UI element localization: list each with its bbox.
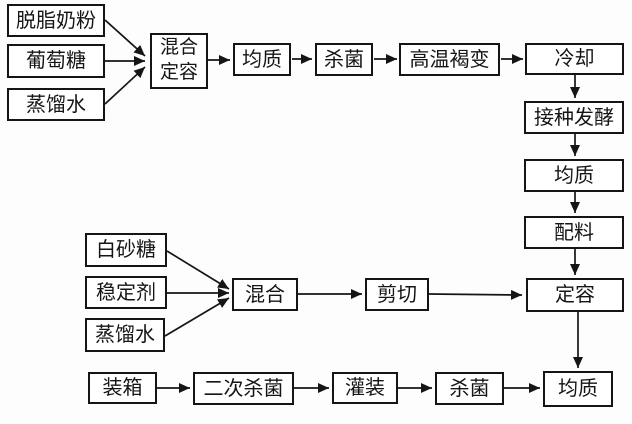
node-skim-milk-powder: 脱脂奶粉 bbox=[7, 4, 105, 37]
node-homogenize-1: 均质 bbox=[233, 43, 291, 76]
node-distilled-water-1: 蒸馏水 bbox=[7, 88, 105, 121]
arrow-water1-to-mix bbox=[104, 66, 146, 105]
node-cooling: 冷却 bbox=[525, 43, 624, 75]
arrow-shear-to-constvol bbox=[428, 289, 523, 300]
node-homogenize-3: 均质 bbox=[543, 371, 613, 407]
node-sterilize-2: 杀菌 bbox=[435, 372, 504, 405]
node-distilled-water-2: 蒸馏水 bbox=[85, 318, 165, 352]
arrow-sugar-to-mix2 bbox=[166, 250, 230, 290]
node-inoculate-ferment: 接种发酵 bbox=[524, 101, 624, 134]
node-shear: 剪切 bbox=[365, 278, 429, 311]
node-mix: 混合 bbox=[232, 278, 298, 311]
node-homogenize-2: 均质 bbox=[524, 159, 624, 192]
node-high-temp-browning: 高温褐变 bbox=[399, 43, 500, 76]
node-sterilize-1: 杀菌 bbox=[315, 43, 373, 76]
node-packing: 装箱 bbox=[88, 372, 157, 404]
node-filling: 灌装 bbox=[332, 372, 398, 404]
node-constant-volume: 定容 bbox=[526, 278, 624, 312]
node-secondary-sterilize: 二次杀菌 bbox=[193, 372, 294, 405]
node-white-sugar: 白砂糖 bbox=[85, 233, 167, 267]
node-mix-constant-volume: 混合定容 bbox=[150, 33, 208, 89]
node-ingredients: 配料 bbox=[524, 216, 624, 249]
arrow-water2-to-mix2 bbox=[164, 297, 230, 337]
arrow-skim-milk-to-mix bbox=[104, 19, 146, 57]
node-stabilizer: 稳定剂 bbox=[85, 276, 167, 309]
node-glucose: 葡萄糖 bbox=[7, 44, 105, 78]
